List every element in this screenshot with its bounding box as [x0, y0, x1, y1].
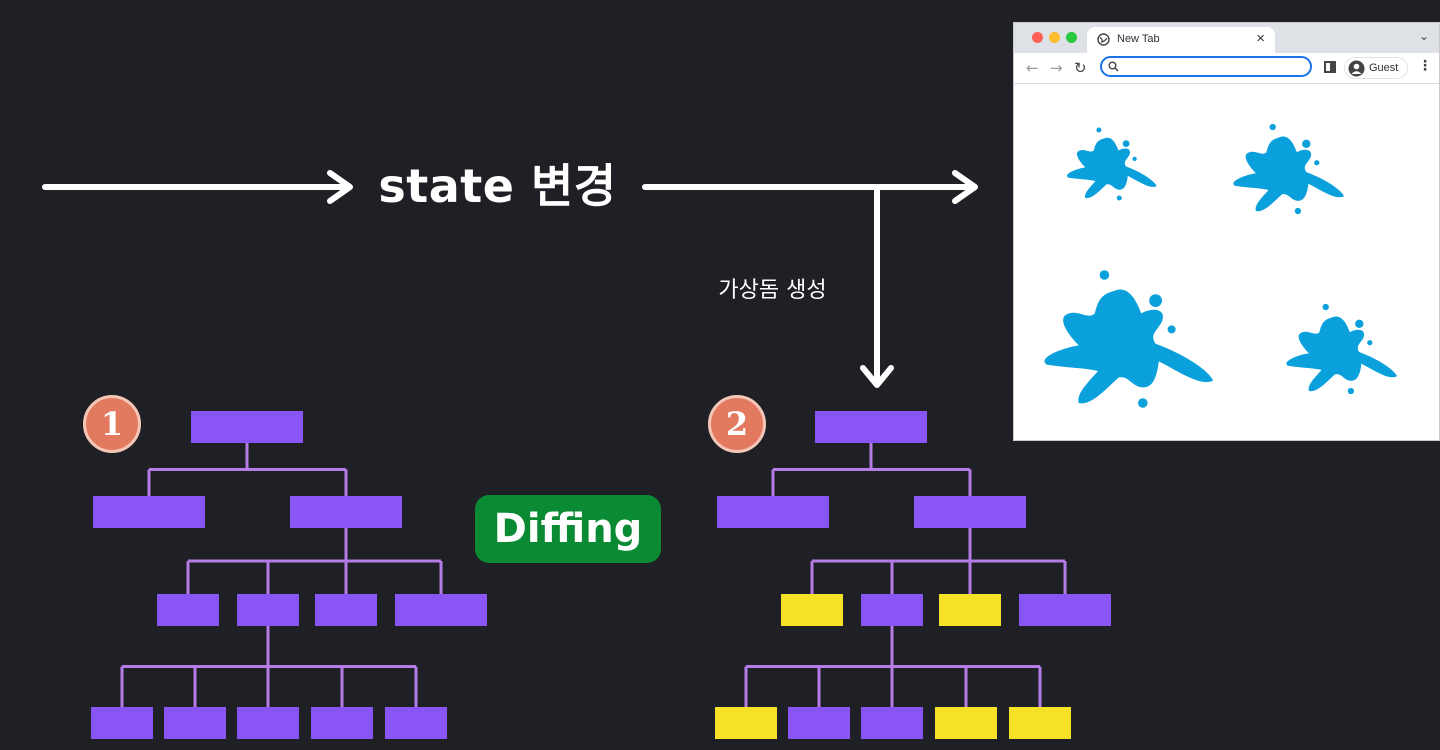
browser-menu-icon[interactable]: ⋮	[1418, 58, 1432, 74]
tree2-node-unchanged	[914, 496, 1026, 528]
arrow-left	[42, 170, 353, 204]
tree2-node-unchanged	[1019, 594, 1111, 626]
tree2-node-unchanged	[861, 594, 923, 626]
step-1-number: 1	[100, 405, 124, 443]
arrow-down	[860, 184, 894, 388]
step-2-badge: 2	[708, 395, 766, 453]
tree2-node-changed	[781, 594, 843, 626]
tree1-node-unchanged	[164, 707, 226, 739]
step-1-badge: 1	[83, 395, 141, 453]
browser-viewport	[1014, 84, 1439, 440]
tree2-node-unchanged	[815, 411, 927, 443]
ink-splash-icon	[1233, 123, 1345, 215]
search-icon	[1108, 61, 1119, 72]
address-input[interactable]	[1124, 59, 1304, 75]
tree2-node-unchanged	[861, 707, 923, 739]
tree1-node-unchanged	[237, 594, 299, 626]
window-zoom-button[interactable]	[1066, 32, 1077, 43]
profile-name: Guest	[1369, 62, 1399, 74]
window-minimize-button[interactable]	[1049, 32, 1060, 43]
tree2-node-unchanged	[788, 707, 850, 739]
profile-button[interactable]: Guest	[1344, 57, 1408, 79]
browser-window: New Tab × ⌄ ← → ↻ Guest ⋮	[1013, 22, 1440, 441]
globe-icon	[1097, 33, 1110, 46]
tab-close-icon[interactable]: ×	[1256, 30, 1265, 47]
tree1-node-unchanged	[385, 707, 447, 739]
tree1-node-unchanged	[315, 594, 377, 626]
tree2-node-changed	[935, 707, 997, 739]
ink-splash-icon	[1067, 127, 1157, 201]
tree1-node-unchanged	[290, 496, 402, 528]
ink-splash-icon	[1044, 270, 1214, 408]
back-icon[interactable]: ←	[1026, 59, 1039, 77]
browser-tab[interactable]: New Tab ×	[1087, 27, 1275, 53]
browser-toolbar: ← → ↻ Guest ⋮	[1014, 53, 1439, 84]
tree1-node-unchanged	[93, 496, 205, 528]
rendered-dom-canvas	[1044, 123, 1398, 408]
tree1-node-unchanged	[157, 594, 219, 626]
diffing-badge: Diffing	[475, 495, 661, 563]
state-change-label: state 변경	[378, 159, 617, 213]
forward-icon[interactable]: →	[1050, 59, 1063, 77]
reload-icon[interactable]: ↻	[1074, 59, 1087, 77]
diffing-label: Diffing	[493, 506, 643, 552]
tab-title: New Tab	[1117, 33, 1160, 45]
tree2-node-changed	[1009, 707, 1071, 739]
tree2-node-changed	[715, 707, 777, 739]
tab-list-chevron-icon[interactable]: ⌄	[1418, 29, 1429, 43]
browser-titlebar: New Tab × ⌄	[1014, 23, 1439, 53]
ink-splash-icon	[1286, 303, 1398, 395]
tree1-node-unchanged	[237, 707, 299, 739]
vdom-tree-after	[715, 411, 1111, 739]
tree1-node-unchanged	[395, 594, 487, 626]
tree1-node-unchanged	[311, 707, 373, 739]
side-panel-icon[interactable]	[1324, 61, 1336, 73]
tree2-node-changed	[939, 594, 1001, 626]
tree1-node-unchanged	[191, 411, 303, 443]
window-close-button[interactable]	[1032, 32, 1043, 43]
vdom-tree-before	[91, 411, 487, 739]
tree2-node-unchanged	[717, 496, 829, 528]
step-2-number: 2	[725, 405, 749, 443]
create-vdom-label: 가상돔 생성	[718, 278, 827, 303]
arrow-right	[642, 170, 978, 204]
tree1-node-unchanged	[91, 707, 153, 739]
avatar-icon	[1348, 60, 1365, 77]
address-bar[interactable]	[1100, 56, 1312, 77]
